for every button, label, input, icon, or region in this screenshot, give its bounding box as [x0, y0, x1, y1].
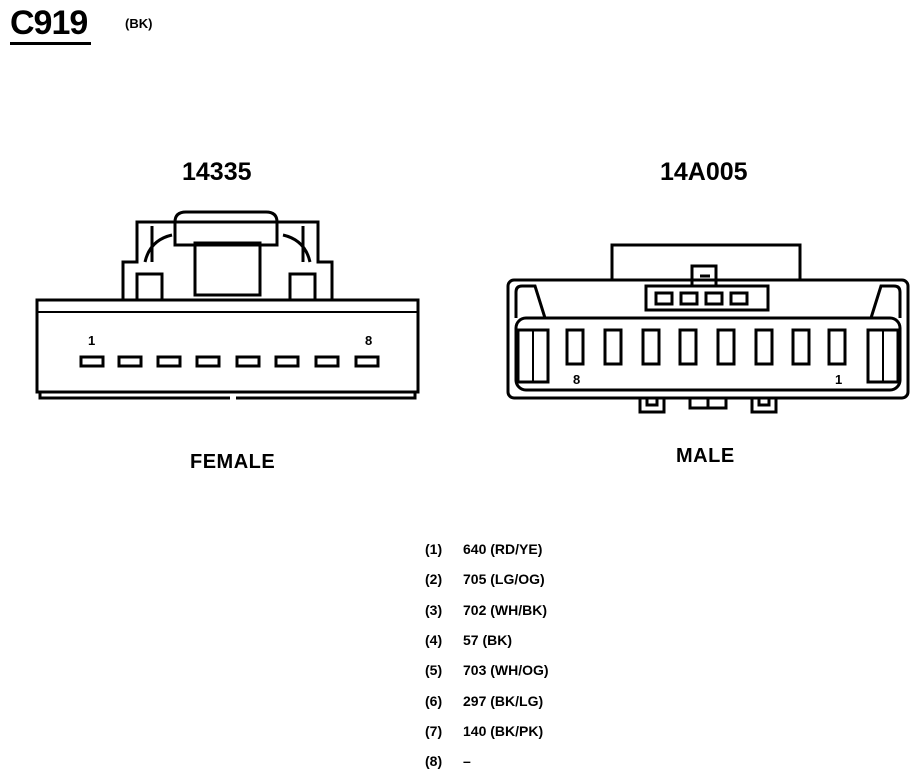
legend-row: (4) 57 (BK): [425, 625, 549, 655]
legend-row: (7) 140 (BK/PK): [425, 716, 549, 746]
female-cavity-3: [156, 355, 182, 368]
male-pin-6: [641, 328, 661, 366]
female-latch-arch-left: [143, 233, 173, 263]
male-key-2: [679, 291, 699, 306]
legend-circuit: 703 (WH/OG): [463, 662, 549, 679]
female-connector: [35, 210, 420, 400]
male-pin-5: [678, 328, 698, 366]
female-cavity-5: [235, 355, 261, 368]
male-top-housing: [610, 243, 802, 280]
male-part-number: 14A005: [660, 158, 748, 186]
female-cavity-2: [117, 355, 143, 368]
female-pin-last-label: 8: [365, 333, 373, 348]
legend-row: (5) 703 (WH/OG): [425, 655, 549, 685]
legend-circuit: –: [463, 753, 471, 770]
legend-pin: (8): [425, 753, 443, 770]
male-pin-2: [791, 328, 811, 366]
legend-row: (2) 705 (LG/OG): [425, 564, 549, 594]
male-gender-label: MALE: [676, 445, 735, 467]
male-pin-7: [603, 328, 623, 366]
legend-circuit: 640 (RD/YE): [463, 541, 543, 558]
male-left-ear: [514, 284, 547, 319]
legend-circuit: 140 (BK/PK): [463, 722, 544, 739]
female-lock-right: [288, 272, 317, 302]
male-connector: [506, 243, 910, 414]
legend-pin: (7): [425, 722, 443, 739]
legend-pin: (2): [425, 571, 443, 588]
male-pin-4: [716, 328, 736, 366]
legend-circuit: 297 (BK/LG): [463, 692, 544, 709]
male-pin-3: [754, 328, 774, 366]
female-latch-housing: [121, 220, 334, 300]
legend-circuit: 705 (LG/OG): [463, 571, 545, 588]
connector-color-code: (BK): [125, 16, 153, 31]
female-body: [35, 298, 420, 394]
male-inner-shell: [514, 316, 902, 392]
legend-row: (1) 640 (RD/YE): [425, 534, 549, 564]
female-pin-first-label: 1: [88, 333, 96, 348]
male-key-4: [729, 291, 749, 306]
female-latch-tab: [173, 210, 279, 247]
female-cavity-1: [79, 355, 105, 368]
female-cavity-8: [354, 355, 380, 368]
female-latch-arch-right: [282, 233, 312, 263]
legend-pin: (1): [425, 541, 443, 558]
male-key-3: [704, 291, 724, 306]
legend-row: (8) –: [425, 746, 549, 776]
female-part-number: 14335: [182, 158, 252, 186]
connector-id: C919: [10, 4, 92, 45]
male-pin-last-label: 1: [835, 372, 843, 387]
legend-circuit: 57 (BK): [463, 632, 513, 649]
legend-pin: (3): [425, 601, 443, 618]
male-bottom-tab-right-inner: [757, 396, 771, 407]
legend-pin: (6): [425, 692, 443, 709]
female-lock-left: [135, 272, 164, 302]
legend-pin: (5): [425, 662, 443, 679]
female-cavity-7: [314, 355, 340, 368]
male-pin-first-label: 8: [573, 372, 581, 387]
female-bottom-flange: [38, 392, 417, 400]
legend-pin: (4): [425, 632, 443, 649]
male-key-1: [654, 291, 674, 306]
male-bottom-tab-right: [750, 398, 778, 414]
pinout-legend: (1) 640 (RD/YE) (2) 705 (LG/OG) (3) 702 (WH…: [425, 534, 549, 776]
male-bottom-tab-left: [638, 398, 666, 414]
male-latch: [690, 264, 718, 288]
male-pin-8: [565, 328, 585, 366]
female-cavity-6: [274, 355, 300, 368]
female-gender-label: FEMALE: [190, 451, 276, 473]
legend-row: (3) 702 (WH/BK): [425, 595, 549, 625]
male-pin-1: [827, 328, 847, 366]
male-bottom-tab-left-inner: [645, 396, 659, 407]
female-cavity-4: [195, 355, 221, 368]
legend-row: (6) 297 (BK/LG): [425, 685, 549, 715]
male-right-ear: [869, 284, 902, 319]
female-latch-window: [193, 241, 262, 297]
legend-circuit: 702 (WH/BK): [463, 601, 548, 618]
